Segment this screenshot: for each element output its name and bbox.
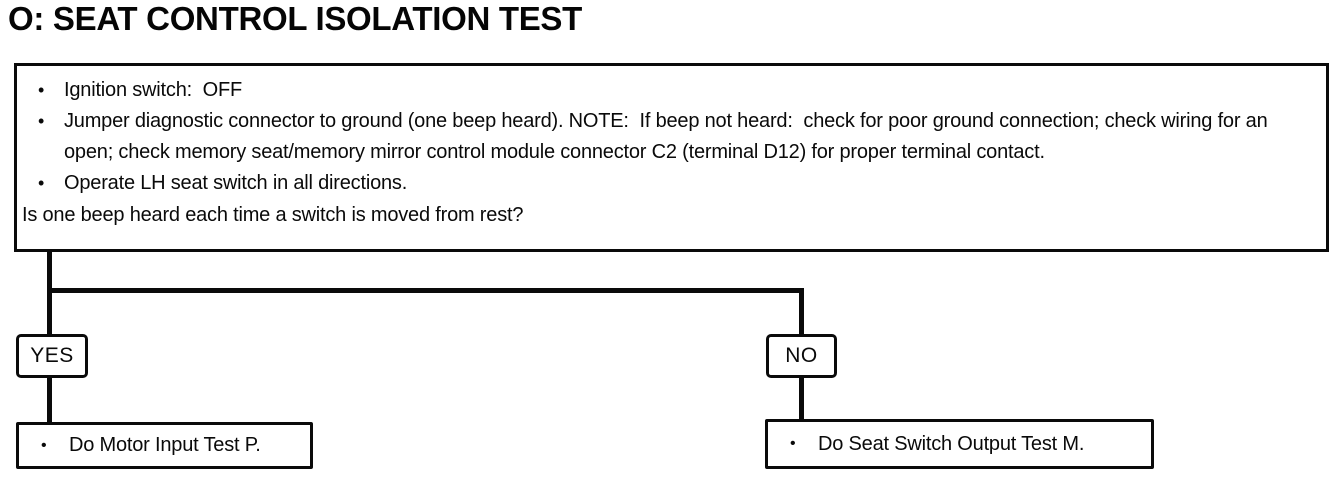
no-action-box: • Do Seat Switch Output Test M. <box>765 419 1154 469</box>
no-label: NO <box>785 344 818 367</box>
procedure-box: • Ignition switch: OFF • Jumper diagnost… <box>14 63 1329 252</box>
connector-yes-stem-bottom <box>47 377 52 422</box>
procedure-content: • Ignition switch: OFF • Jumper diagnost… <box>17 66 1326 231</box>
procedure-step-text: Jumper diagnostic connector to ground (o… <box>64 110 1273 163</box>
connector-yes-stem-top <box>47 252 52 334</box>
bullet-icon: • <box>790 435 796 452</box>
bullet-icon: • <box>38 173 45 193</box>
procedure-step-1: • Ignition switch: OFF <box>22 75 1312 106</box>
yes-label: YES <box>30 344 74 367</box>
connector-no-stem-bottom <box>799 377 804 420</box>
connector-horizontal-branch <box>47 288 804 293</box>
procedure-step-text: Operate LH seat switch in all directions… <box>64 172 408 194</box>
procedure-step-2: • Jumper diagnostic connector to ground … <box>22 106 1312 168</box>
yes-box: YES <box>16 334 88 378</box>
no-action-text: Do Seat Switch Output Test M. <box>818 432 1085 455</box>
procedure-step-text: Ignition switch: OFF <box>64 79 243 101</box>
yes-action-text: Do Motor Input Test P. <box>69 434 261 456</box>
bullet-icon: • <box>38 111 45 131</box>
connector-no-stem-top <box>799 290 804 334</box>
bullet-icon: • <box>41 436 47 454</box>
bullet-icon: • <box>38 80 45 100</box>
procedure-step-3: • Operate LH seat switch in all directio… <box>22 168 1312 199</box>
decision-question: Is one beep heard each time a switch is … <box>22 204 524 226</box>
page-title: O: SEAT CONTROL ISOLATION TEST <box>8 0 582 37</box>
yes-action-box: • Do Motor Input Test P. <box>16 422 313 469</box>
no-box: NO <box>766 334 837 378</box>
